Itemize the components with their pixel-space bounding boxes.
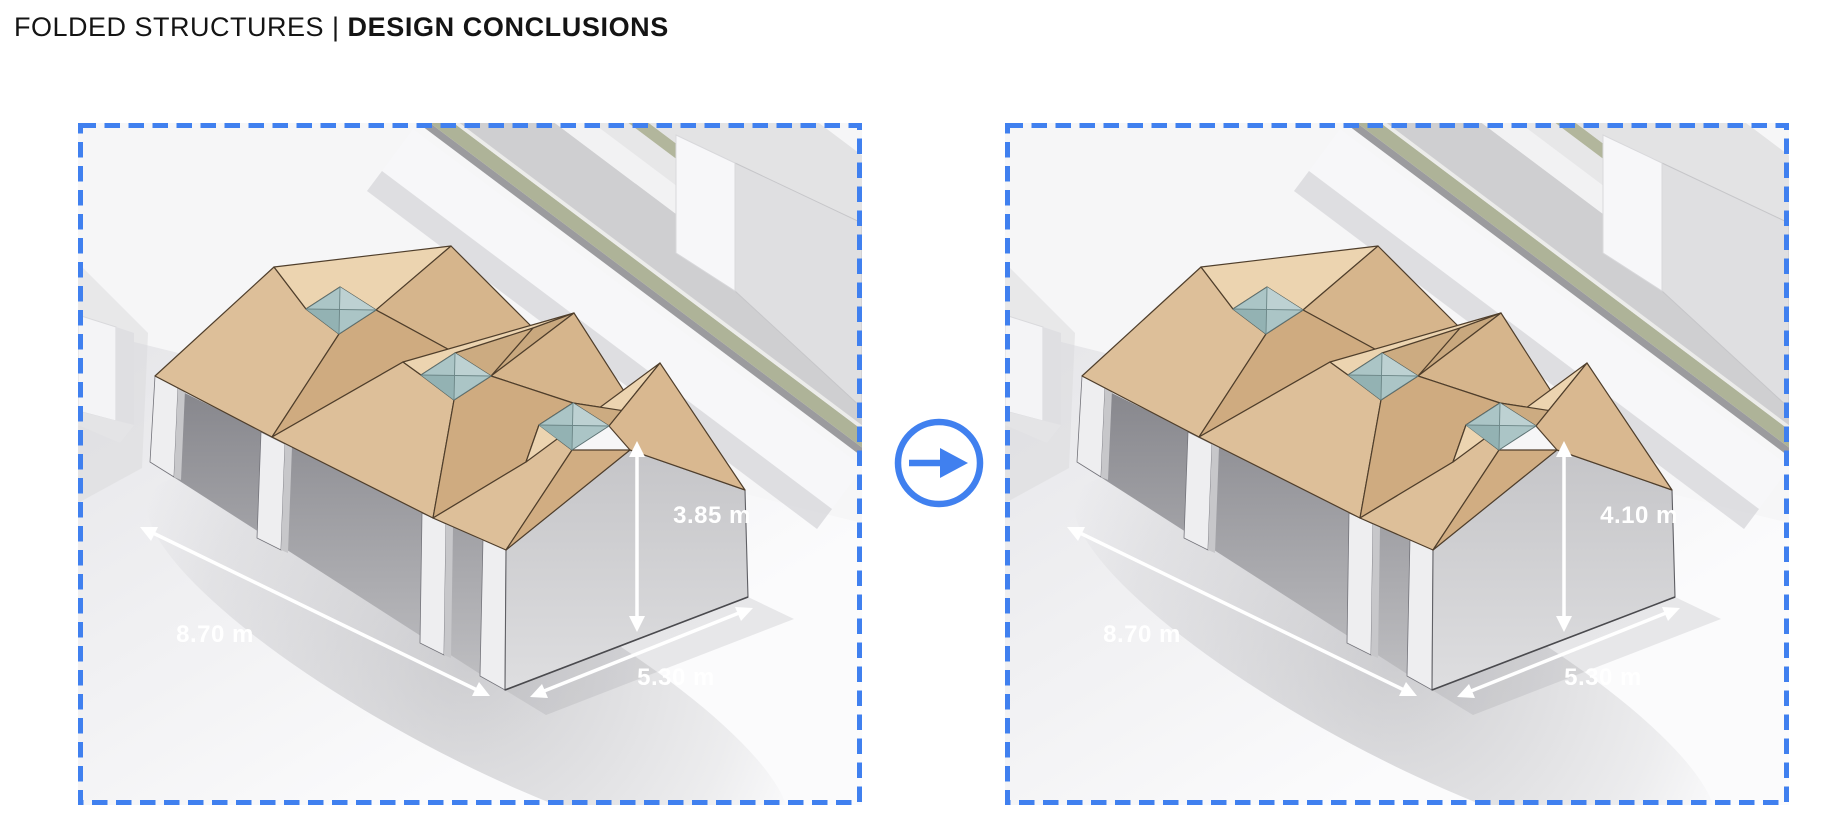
title-emphasis: DESIGN CONCLUSIONS — [347, 12, 669, 42]
length-dimension-label: 8.70 m — [176, 621, 254, 648]
figure-after-dimensions: 8.70 m 4.10 m 5.30 m — [1103, 502, 1678, 691]
dashed-selection-border — [1005, 123, 1789, 805]
width-dimension-label: 5.30 m — [637, 664, 715, 691]
page-title: FOLDED STRUCTURES|DESIGN CONCLUSIONS — [14, 8, 669, 46]
title-separator: | — [332, 12, 340, 42]
figure-after-render: 8.70 m 4.10 m 5.30 m — [1005, 123, 1789, 805]
title-section: FOLDED STRUCTURES — [14, 12, 325, 42]
figure-before-dimensions: 8.70 m 3.85 m 5.30 m — [176, 502, 751, 691]
arrow-right-circle-icon — [892, 416, 986, 510]
length-dimension-label: 8.70 m — [1103, 621, 1181, 648]
figure-before-render: 8.70 m 3.85 m 5.30 m — [78, 123, 862, 805]
width-dimension-label: 5.30 m — [1564, 664, 1642, 691]
figure-panel-before: 8.70 m 3.85 m 5.30 m — [78, 123, 862, 805]
figure-panel-after: 8.70 m 4.10 m 5.30 m — [1005, 123, 1789, 805]
dashed-selection-border — [78, 123, 862, 805]
height-dimension-label: 3.85 m — [673, 502, 751, 529]
height-dimension-label: 4.10 m — [1600, 502, 1678, 529]
